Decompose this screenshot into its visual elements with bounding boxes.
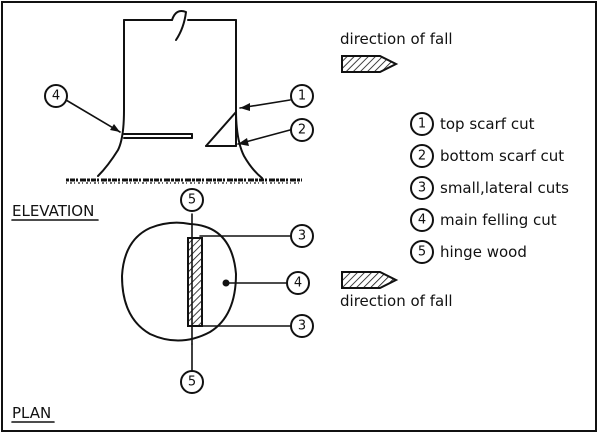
legend-label: main felling cut	[440, 211, 557, 229]
legend-item: 4 main felling cut	[410, 208, 557, 232]
legend-number: 1	[418, 117, 426, 132]
plan-hinge-wood	[187, 213, 203, 345]
elevation-callout-1: 1	[290, 84, 314, 108]
callout-number: 3	[298, 319, 306, 334]
legend-label: small,lateral cuts	[440, 179, 569, 197]
callout-number: 2	[298, 123, 306, 138]
elevation-title: ELEVATION	[12, 202, 94, 220]
plan-leaders	[199, 235, 291, 327]
legend-item: 3 small,lateral cuts	[410, 176, 569, 200]
ground-line	[66, 178, 302, 184]
legend-item: 5 hinge wood	[410, 240, 527, 264]
direction-of-fall-arrow-icon	[341, 271, 399, 289]
legend-item: 1 top scarf cut	[410, 112, 535, 136]
legend-number: 2	[418, 149, 426, 164]
elevation-leaders	[65, 99, 291, 146]
elevation-callout-2: 2	[290, 118, 314, 142]
elevation-trunk	[97, 10, 263, 179]
legend-label: top scarf cut	[440, 115, 535, 133]
legend-label: hinge wood	[440, 243, 527, 261]
legend-item: 2 bottom scarf cut	[410, 144, 564, 168]
legend-number: 3	[418, 181, 426, 196]
plan-trunk-outline	[121, 221, 237, 342]
plan-title: PLAN	[12, 404, 51, 422]
plan-callout-3-bottom: 3	[290, 314, 314, 338]
legend-number: 5	[418, 245, 426, 260]
plan-callout-5-top: 5	[180, 188, 204, 212]
callout-number: 4	[52, 89, 60, 104]
legend-label: bottom scarf cut	[440, 147, 564, 165]
callout-number: 1	[298, 89, 306, 104]
legend: 1 top scarf cut 2 bottom scarf cut 3 sma…	[410, 112, 569, 264]
direction-of-fall-label: direction of fall	[340, 292, 453, 310]
elevation-callout-4: 4	[44, 84, 68, 108]
plan-callout-3-top: 3	[290, 224, 314, 248]
direction-of-fall-arrow-icon	[341, 55, 399, 73]
callout-number: 5	[188, 375, 196, 390]
direction-of-fall-label: direction of fall	[340, 30, 453, 48]
plan-callout-4: 4	[286, 271, 310, 295]
callout-number: 4	[294, 276, 302, 291]
callout-number: 3	[298, 229, 306, 244]
legend-number: 4	[418, 213, 426, 228]
plan-callout-5-bottom: 5	[180, 370, 204, 394]
callout-number: 5	[188, 193, 196, 208]
